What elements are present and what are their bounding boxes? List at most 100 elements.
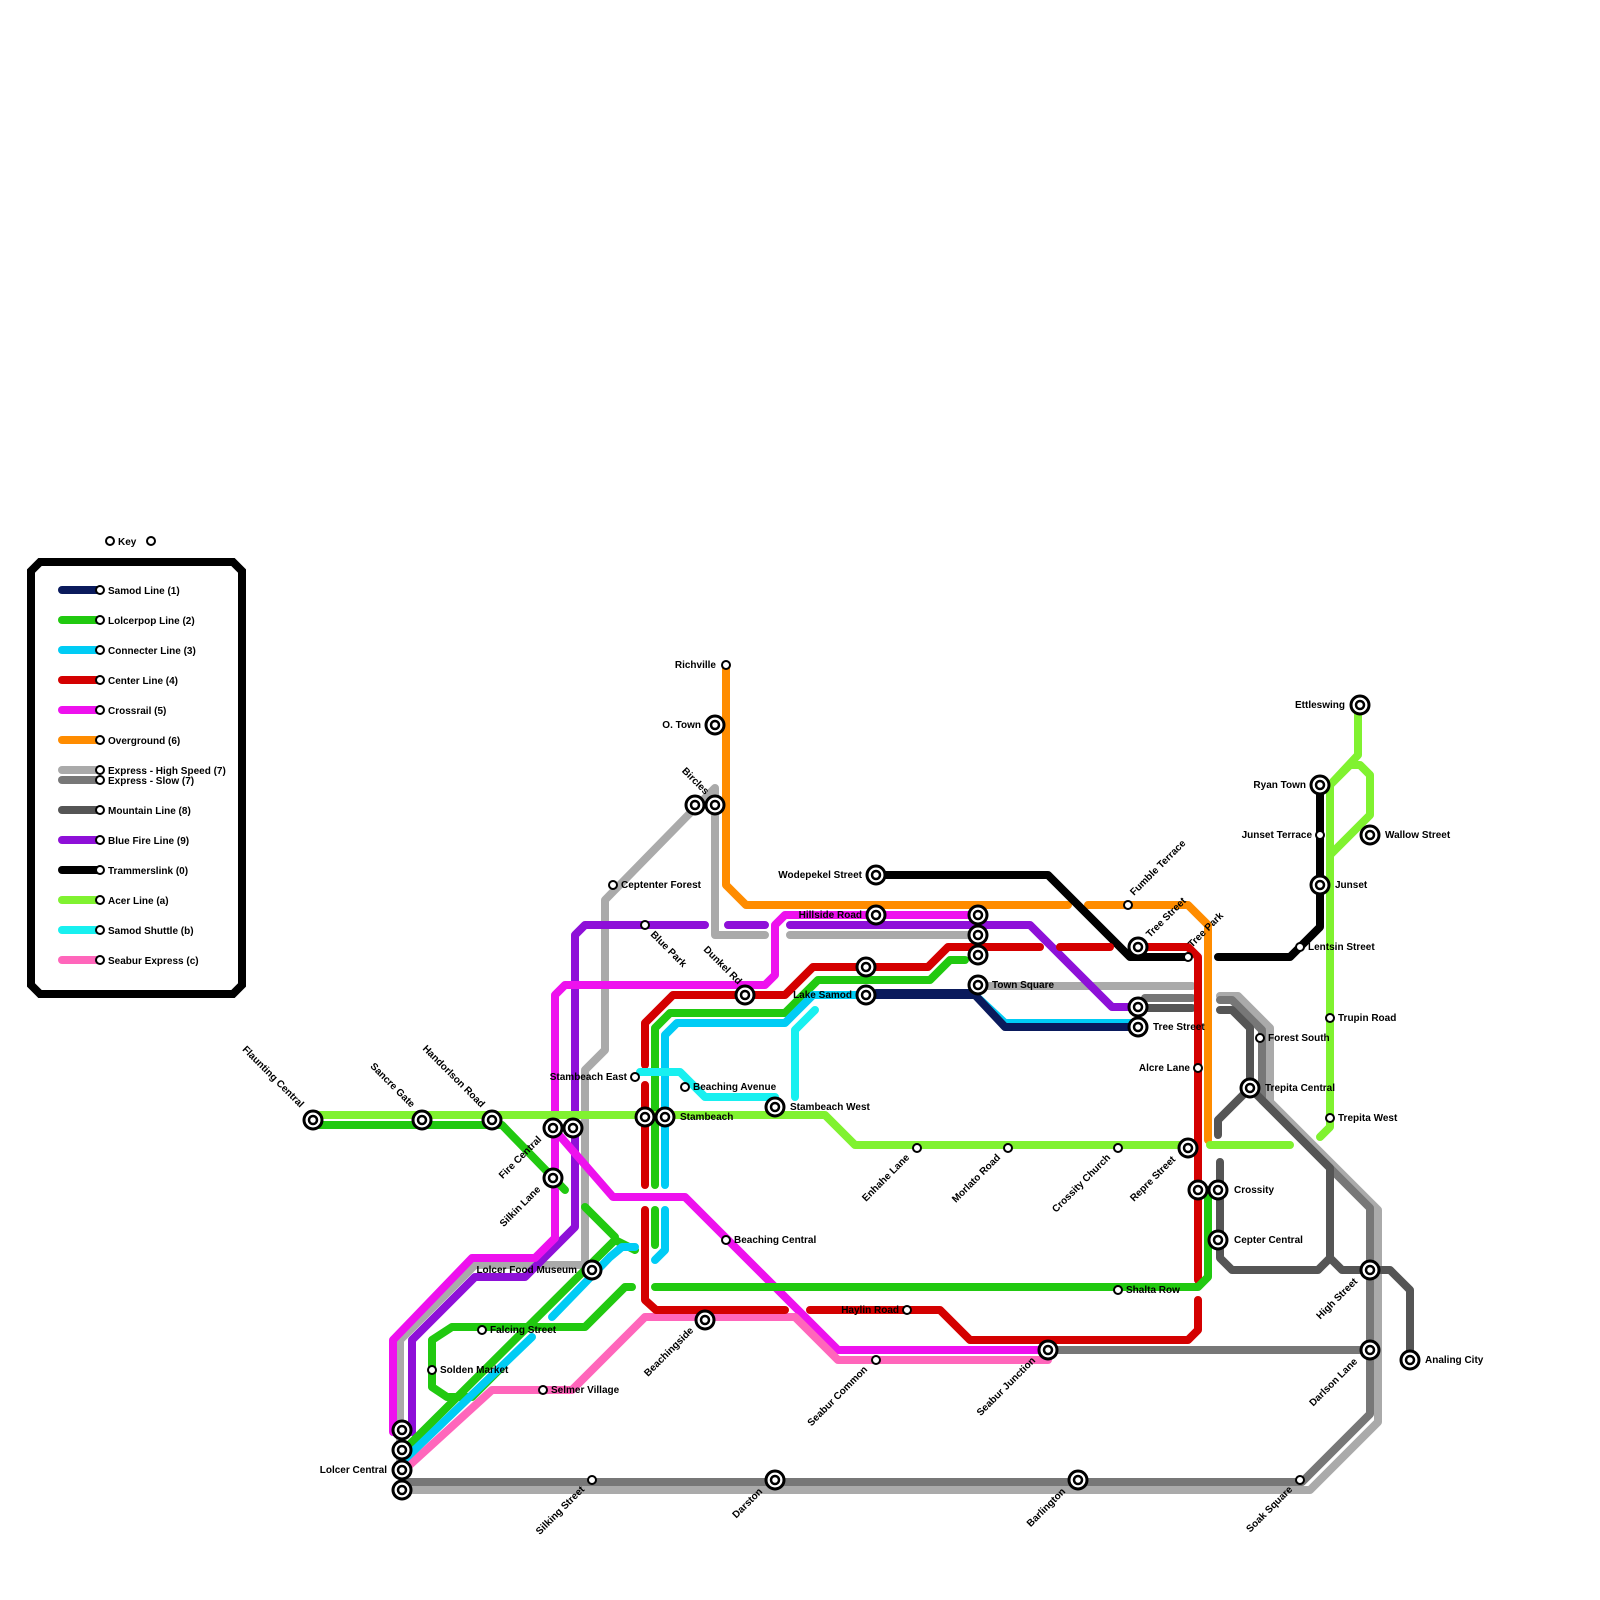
overground-route: [1084, 901, 1212, 1144]
interchange-inner-icon: [699, 1314, 711, 1326]
key-entry-lolcerpop: Lolcerpop Line (2): [58, 615, 195, 627]
station-beaching-central[interactable]: Beaching Central: [721, 1235, 816, 1246]
map-key: Key Samod Line (1)Lolcerpop Line (2)Conn…: [27, 536, 246, 998]
station-lake-samod[interactable]: Lake Samod: [793, 956, 877, 1006]
station-forest-south[interactable]: Forest South: [1255, 1033, 1330, 1044]
station-crossity[interactable]: Crossity: [1187, 1179, 1274, 1201]
interchange-icon: [764, 1469, 786, 1491]
interchange-inner-icon: [1042, 1344, 1054, 1356]
station-stambeach-west[interactable]: Stambeach West: [764, 1096, 871, 1118]
station-stambeach[interactable]: Stambeach: [634, 1106, 733, 1128]
interchange-inner-icon: [860, 961, 872, 973]
key-station-icon: [95, 925, 105, 935]
interchange-inner-icon: [416, 1114, 428, 1126]
key-entry-express-hs: Express - High Speed (7): [58, 765, 226, 777]
station-label: Wodepekel Street: [778, 870, 862, 881]
station-enhahe-lane[interactable]: Enhahe Lane: [860, 1143, 922, 1204]
interchange-inner-icon: [1244, 1082, 1256, 1094]
station-stambeach-east[interactable]: Stambeach East: [550, 1072, 640, 1083]
key-entry-express-slow: Express - Slow (7): [58, 775, 194, 787]
station-cepter-central[interactable]: Cepter Central: [1207, 1229, 1303, 1251]
samod-shuttle-route: [636, 1006, 819, 1101]
station-label: Crossity: [1234, 1185, 1274, 1196]
station-beachingside[interactable]: Beachingside: [642, 1309, 716, 1379]
station-label: Stambeach: [680, 1112, 733, 1123]
station-ettleswing[interactable]: Ettleswing: [1295, 694, 1371, 716]
station-selmer-village[interactable]: Selmer Village: [538, 1385, 620, 1396]
interchange-inner-icon: [486, 1114, 498, 1126]
interchange-inner-icon: [659, 1111, 671, 1123]
station-label: Sancre Gate: [368, 1061, 417, 1110]
interchange-icon: [634, 1106, 656, 1128]
station-richville[interactable]: Richville: [675, 660, 731, 671]
station-wallow-street[interactable]: Wallow Street: [1359, 824, 1451, 846]
station-junset[interactable]: Junset: [1309, 874, 1368, 896]
station-wodepekel-street[interactable]: Wodepekel Street: [778, 864, 887, 886]
station-lolcer-central[interactable]: Lolcer Central: [320, 1419, 413, 1501]
station-town-square[interactable]: Town Square: [967, 904, 1054, 996]
station-morlato-road[interactable]: Morlato Road: [950, 1143, 1013, 1205]
interchange-inner-icon: [1364, 1344, 1376, 1356]
station-label: Seabur Junction: [975, 1355, 1038, 1418]
station-shalta-row[interactable]: Shalta Row: [1113, 1285, 1180, 1296]
station-flaunting-central[interactable]: Flaunting Central: [240, 1044, 324, 1131]
interchange-icon: [684, 794, 706, 816]
station-label: Enhahe Lane: [860, 1152, 912, 1204]
lolcerpop-line-route: [651, 1186, 1212, 1291]
lolcerpop-line-route: [309, 1121, 569, 1194]
station-trupin-road[interactable]: Trupin Road: [1325, 1013, 1396, 1024]
blue-fire-line-route: [724, 921, 1134, 1011]
interchange-inner-icon: [709, 799, 721, 811]
station-label: Lolcer Food Museum: [476, 1265, 577, 1276]
key-entry-connecter: Connecter Line (3): [58, 645, 196, 657]
interchange-icon: [1349, 694, 1371, 716]
interchange-icon: [694, 1309, 716, 1331]
interchange-inner-icon: [1364, 829, 1376, 841]
station-stop-icon: [1193, 1063, 1203, 1073]
station-falcing-street[interactable]: Falcing Street: [477, 1325, 557, 1336]
station-label: Darlson Lane: [1308, 1356, 1361, 1409]
interchange-icon: [967, 944, 989, 966]
station-o-town[interactable]: O. Town: [662, 714, 726, 736]
interchange-inner-icon: [1212, 1234, 1224, 1246]
mountain-line-route: [1214, 1084, 1414, 1364]
station-label: Town Square: [992, 980, 1054, 991]
station-stop-icon: [1123, 900, 1133, 910]
station-analing-city[interactable]: Analing City: [1399, 1349, 1484, 1371]
seabur-express-route: [398, 1313, 1052, 1476]
station-stop-icon: [1295, 942, 1305, 952]
station-stop-icon: [1325, 1113, 1335, 1123]
key-title: Key: [118, 537, 137, 548]
station-stop-icon: [477, 1325, 487, 1335]
station-tree-street-2[interactable]: Tree Street: [1127, 996, 1205, 1038]
station-label: Falcing Street: [490, 1325, 557, 1336]
station-hillside-road[interactable]: Hillside Road: [799, 904, 887, 926]
center-line-route: [1056, 943, 1202, 1284]
station-ryan-town[interactable]: Ryan Town: [1253, 774, 1331, 796]
station-seabur-common[interactable]: Seabur Common: [806, 1355, 881, 1429]
interchange-inner-icon: [1212, 1184, 1224, 1196]
station-beaching-avenue[interactable]: Beaching Avenue: [680, 1082, 777, 1093]
station-alcre-lane[interactable]: Alcre Lane: [1139, 1063, 1203, 1074]
key-label: Express - High Speed (7): [108, 766, 226, 777]
station-label: Ettleswing: [1295, 700, 1345, 711]
station-haylin-road[interactable]: Haylin Road: [841, 1305, 912, 1316]
interchange-icon: [764, 1096, 786, 1118]
station-ceptenter-forest[interactable]: Ceptenter Forest: [608, 880, 702, 891]
station-trepita-central[interactable]: Trepita Central: [1239, 1077, 1335, 1099]
overground-route: [722, 661, 1072, 909]
station-solden-market[interactable]: Solden Market: [427, 1365, 509, 1376]
station-trepita-west[interactable]: Trepita West: [1325, 1113, 1398, 1124]
station-lentsin-street[interactable]: Lentsin Street: [1295, 942, 1375, 953]
key-station-icon: [95, 735, 105, 745]
interchange-inner-icon: [972, 949, 984, 961]
interchange-inner-icon: [739, 989, 751, 1001]
route-lines: [309, 661, 1414, 1494]
interchange-inner-icon: [396, 1444, 408, 1456]
interchange-icon: [1127, 936, 1149, 958]
key-entry-overground: Overground (6): [58, 735, 180, 747]
station-crossity-church[interactable]: Crossity Church: [1050, 1143, 1123, 1215]
station-lolcer-food-museum[interactable]: Lolcer Food Museum: [476, 1259, 603, 1281]
station-junset-terrace[interactable]: Junset Terrace: [1242, 830, 1325, 841]
interchange-icon: [391, 1459, 413, 1481]
